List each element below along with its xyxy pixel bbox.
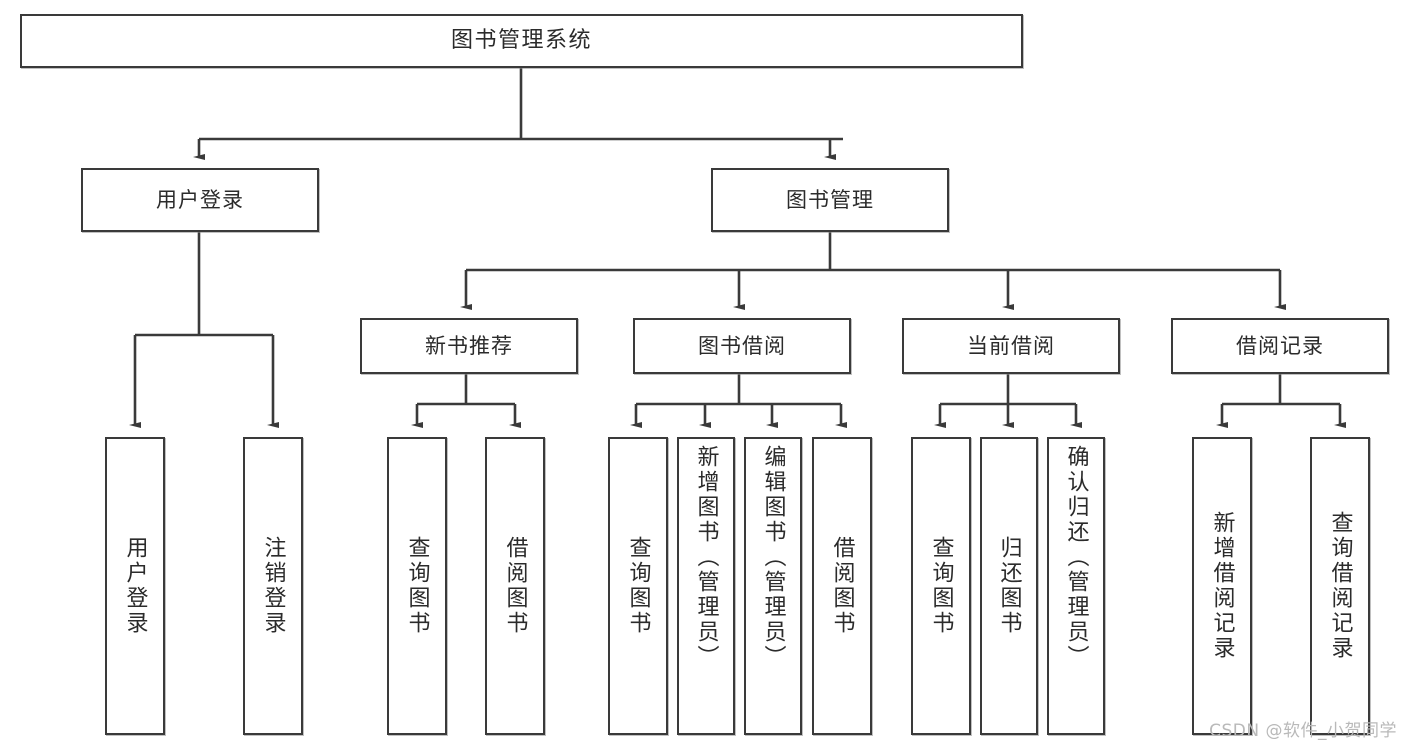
leaf-book-borrow-borrow-book[interactable]: 借阅图书: [812, 437, 872, 735]
node-label: 归还图书: [996, 536, 1022, 636]
leaf-book-borrow-add-book-admin[interactable]: 新增图书（管理员）: [677, 437, 735, 735]
leaf-book-borrow-edit-book-admin[interactable]: 编辑图书（管理员）: [744, 437, 802, 735]
node-label: 查询借阅记录: [1327, 511, 1353, 661]
leaf-logout-login[interactable]: 注销登录: [243, 437, 303, 735]
node-label: 图书管理: [786, 187, 874, 212]
node-label: 图书借阅: [698, 333, 786, 358]
node-label: 借阅记录: [1236, 333, 1324, 358]
node-borrow-record[interactable]: 借阅记录: [1171, 318, 1389, 374]
node-root-book-management-system[interactable]: 图书管理系统: [20, 14, 1023, 68]
node-book-management[interactable]: 图书管理: [711, 168, 949, 232]
leaf-user-login[interactable]: 用户登录: [105, 437, 165, 735]
leaf-borrow-record-add-record[interactable]: 新增借阅记录: [1192, 437, 1252, 735]
node-label: 用户登录: [156, 187, 244, 212]
node-label: 确认归还（管理员）: [1063, 445, 1089, 670]
leaf-current-borrow-return-book[interactable]: 归还图书: [980, 437, 1038, 735]
node-book-borrow[interactable]: 图书借阅: [633, 318, 851, 374]
leaf-new-book-query-book[interactable]: 查询图书: [387, 437, 447, 735]
node-label: 编辑图书（管理员）: [760, 445, 786, 670]
leaf-current-borrow-query-book[interactable]: 查询图书: [911, 437, 971, 735]
leaf-borrow-record-query-record[interactable]: 查询借阅记录: [1310, 437, 1370, 735]
node-label: 当前借阅: [967, 333, 1055, 358]
node-label: 新增借阅记录: [1209, 511, 1235, 661]
node-user-login[interactable]: 用户登录: [81, 168, 319, 232]
node-new-book-recommend[interactable]: 新书推荐: [360, 318, 578, 374]
leaf-current-borrow-confirm-return-admin[interactable]: 确认归还（管理员）: [1047, 437, 1105, 735]
leaf-new-book-borrow-book[interactable]: 借阅图书: [485, 437, 545, 735]
node-current-borrow[interactable]: 当前借阅: [902, 318, 1120, 374]
leaf-book-borrow-query-book[interactable]: 查询图书: [608, 437, 668, 735]
node-label: 图书管理系统: [450, 28, 592, 54]
node-label: 新增图书（管理员）: [693, 445, 719, 670]
node-label: 查询图书: [928, 536, 954, 636]
csdn-watermark: CSDN @软件_小贺同学: [1209, 721, 1397, 741]
node-label: 用户登录: [122, 536, 148, 636]
node-label: 借阅图书: [829, 536, 855, 636]
node-label: 新书推荐: [425, 333, 513, 358]
node-label: 查询图书: [404, 536, 430, 636]
node-label: 借阅图书: [502, 536, 528, 636]
node-label: 注销登录: [260, 536, 286, 636]
node-label: 查询图书: [625, 536, 651, 636]
